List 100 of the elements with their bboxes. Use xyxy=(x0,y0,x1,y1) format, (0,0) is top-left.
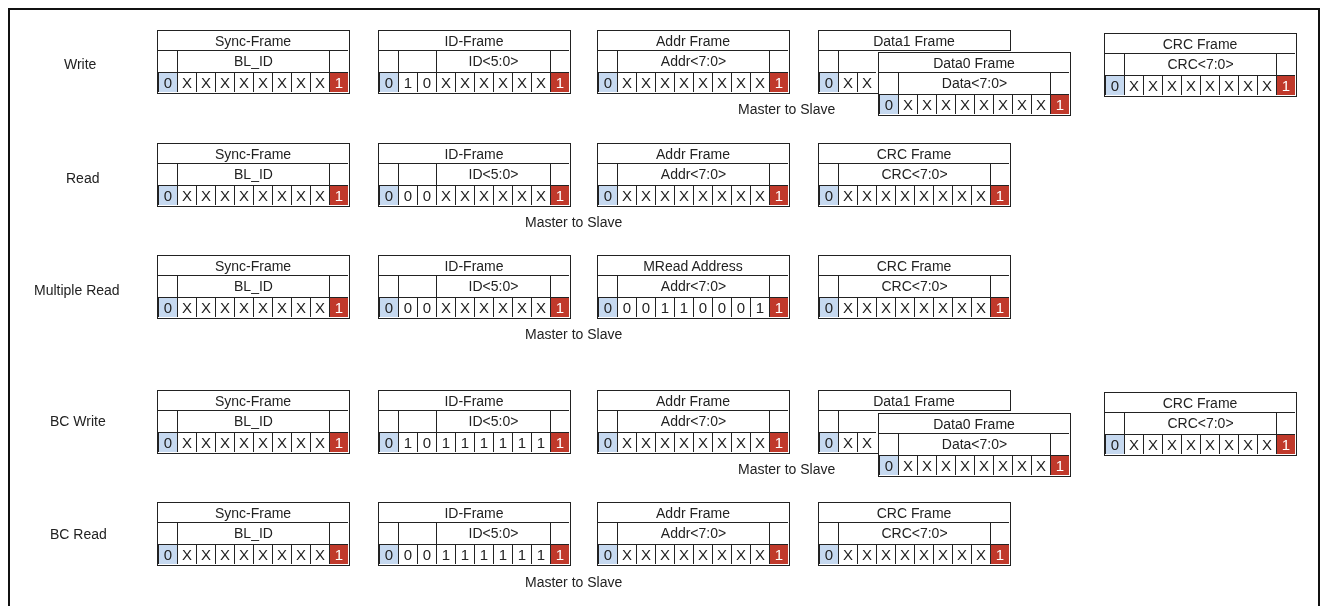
bit-cell: 1 xyxy=(455,544,474,564)
bit-cell: X xyxy=(234,72,253,92)
bit-cell: 0 xyxy=(417,72,436,92)
field-name: Data<7:0> xyxy=(940,435,1009,454)
field-name: CRC<7:0> xyxy=(1166,55,1235,74)
direction-note: Master to Slave xyxy=(525,214,623,230)
bit-cell: X xyxy=(750,185,769,205)
bit-cell: 0 xyxy=(819,72,838,92)
bit-cell: X xyxy=(838,544,857,564)
frame-table xyxy=(378,255,571,319)
bit-cell: X xyxy=(291,72,310,92)
bit-cell: X xyxy=(933,544,952,564)
bit-cell: 1 xyxy=(1276,434,1295,454)
bit-cell: X xyxy=(750,72,769,92)
bit-cell: X xyxy=(731,544,750,564)
bit-cell: X xyxy=(876,297,895,317)
bit-cell: X xyxy=(272,432,291,452)
frame-table xyxy=(157,143,350,207)
bit-cell: X xyxy=(914,185,933,205)
bit-cell: X xyxy=(971,297,990,317)
bit-cell: X xyxy=(272,297,291,317)
row-label: Write xyxy=(64,56,97,72)
frame-table xyxy=(378,390,571,454)
bit-cell: 0 xyxy=(158,185,177,205)
bit-cell: 1 xyxy=(329,297,348,317)
bit-cell: X xyxy=(253,72,272,92)
bit-cell: X xyxy=(936,455,955,475)
bit-cell: X xyxy=(234,297,253,317)
field-name: Data<7:0> xyxy=(940,74,1009,93)
bit-cell: 1 xyxy=(550,432,569,452)
bit-cell: X xyxy=(196,432,215,452)
field-name: CRC<7:0> xyxy=(1166,414,1235,433)
bit-cell: X xyxy=(1200,434,1219,454)
bit-cell: 0 xyxy=(398,297,417,317)
bit-cell: 1 xyxy=(329,72,348,92)
bit-cell: X xyxy=(234,185,253,205)
bit-cell: X xyxy=(512,72,531,92)
bit-cell: X xyxy=(1012,455,1031,475)
bit-cell: X xyxy=(857,544,876,564)
frame-title: ID-Frame xyxy=(379,391,569,411)
frame-title: Sync-Frame xyxy=(158,256,348,276)
bit-cell: X xyxy=(310,544,329,564)
bit-cell: X xyxy=(857,72,876,92)
bit-cell: X xyxy=(196,185,215,205)
field-name: ID<5:0> xyxy=(467,277,520,296)
bit-cell: 1 xyxy=(1050,94,1069,114)
bit-cell: 0 xyxy=(598,185,617,205)
bit-cell: X xyxy=(291,185,310,205)
frame-title: Addr Frame xyxy=(598,391,788,411)
bit-cell: X xyxy=(215,185,234,205)
bit-cell: 0 xyxy=(1105,434,1124,454)
bit-cell: X xyxy=(917,94,936,114)
frame-title: CRC Frame xyxy=(819,503,1009,523)
bit-cell: X xyxy=(291,297,310,317)
bit-cell: X xyxy=(617,544,636,564)
bit-cell: X xyxy=(215,544,234,564)
bit-cell: 0 xyxy=(417,185,436,205)
bit-cell: X xyxy=(974,455,993,475)
bit-cell: 1 xyxy=(531,544,550,564)
bit-cell: X xyxy=(177,72,196,92)
bit-cell: X xyxy=(955,94,974,114)
frame-title: Data1 Frame xyxy=(817,29,1011,51)
bit-cell: X xyxy=(731,185,750,205)
field-name: Addr<7:0> xyxy=(659,165,728,184)
bit-cell: 1 xyxy=(512,544,531,564)
frame-title: Data0 Frame xyxy=(879,53,1069,73)
bit-cell: X xyxy=(474,185,493,205)
bit-cell: X xyxy=(952,297,971,317)
bit-cell: 0 xyxy=(158,432,177,452)
frame-title: Data0 Frame xyxy=(879,414,1069,434)
frame-table xyxy=(597,30,790,94)
bit-cell: 1 xyxy=(990,544,1009,564)
bit-cell: X xyxy=(436,297,455,317)
bit-cell: X xyxy=(933,297,952,317)
bit-cell: 1 xyxy=(329,544,348,564)
frame-title: CRC Frame xyxy=(819,144,1009,164)
bit-cell: X xyxy=(674,72,693,92)
bit-cell: X xyxy=(876,185,895,205)
row-label: BC Write xyxy=(50,413,106,429)
bit-cell: X xyxy=(1238,75,1257,95)
bit-cell: X xyxy=(474,72,493,92)
frame-title: Data1 Frame xyxy=(817,389,1011,411)
bit-cell: 0 xyxy=(379,297,398,317)
bit-cell: 0 xyxy=(819,544,838,564)
field-name: CRC<7:0> xyxy=(880,524,949,543)
frame-title: Sync-Frame xyxy=(158,144,348,164)
bit-cell: X xyxy=(838,432,857,452)
bit-cell: X xyxy=(1219,75,1238,95)
bit-cell: 1 xyxy=(655,297,674,317)
bit-cell: 1 xyxy=(769,297,788,317)
field-name: ID<5:0> xyxy=(467,52,520,71)
bit-cell: X xyxy=(914,297,933,317)
bit-cell: 0 xyxy=(617,297,636,317)
bit-cell: 0 xyxy=(158,544,177,564)
frame-table xyxy=(157,255,350,319)
bit-cell: X xyxy=(952,185,971,205)
bit-cell: X xyxy=(493,297,512,317)
frame-table xyxy=(378,30,571,94)
bit-cell: 1 xyxy=(769,544,788,564)
direction-note: Master to Slave xyxy=(525,574,623,590)
